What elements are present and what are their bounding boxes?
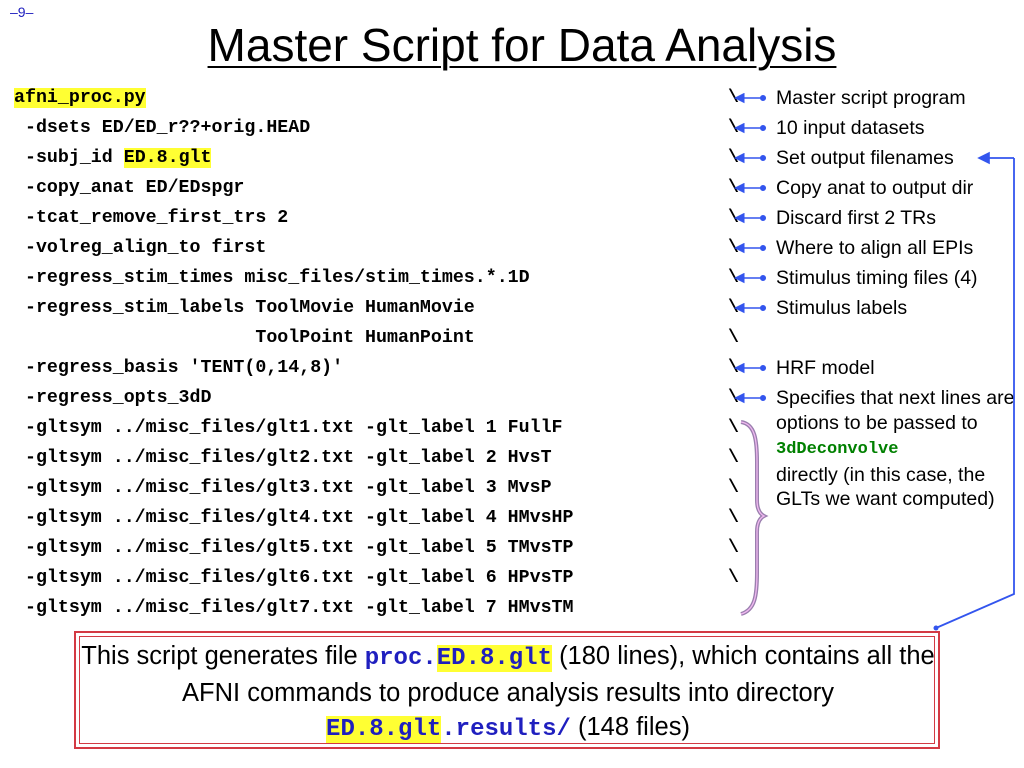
note-copy-anat: Copy anat to output dir (776, 177, 974, 199)
code-highlight: afni_proc.py (14, 88, 146, 108)
note-master-script: Master script program (776, 87, 966, 109)
code-line-16: -gltsym ../misc_files/glt6.txt -glt_labe… (14, 568, 574, 588)
code-line-5: -volreg_align_to first (14, 238, 267, 258)
note-discard-trs: Discard first 2 TRs (776, 207, 936, 229)
code-line-13: -gltsym ../misc_files/glt3.txt -glt_labe… (14, 478, 552, 498)
summary-dir-suffix: .results/ (441, 716, 571, 743)
slide-number: –9– (10, 4, 34, 20)
note-timing-files: Stimulus timing files (4) (776, 267, 978, 289)
summary-filename-subject: ED.8.glt (436, 645, 552, 672)
code-line-17: -gltsym ../misc_files/glt7.txt -glt_labe… (14, 598, 574, 618)
note-input-datasets: 10 input datasets (776, 117, 925, 139)
note-program-name: 3dDeconvolve (776, 440, 899, 459)
line-continuation: \ (728, 478, 739, 498)
code-line-4: -tcat_remove_first_trs 2 (14, 208, 289, 228)
note-stim-labels: Stimulus labels (776, 297, 908, 319)
code-line-8: ToolPoint HumanPoint (14, 328, 475, 348)
line-continuation: \ (728, 178, 739, 198)
summary-dir-subject: ED.8.glt (326, 716, 442, 743)
line-continuation: \ (728, 448, 739, 468)
note-3ddeconvolve-options: Specifies that next lines are options to… (776, 386, 1021, 512)
arrow-dot (759, 94, 767, 102)
note-output-filenames: Set output filenames (776, 147, 954, 169)
arrow-dot (759, 304, 767, 312)
line-continuation: \ (728, 418, 739, 438)
line-continuation: \ (728, 388, 739, 408)
code-line-0: afni_proc.py (14, 83, 146, 113)
line-continuation: \ (728, 238, 739, 258)
code-line-3: -copy_anat ED/EDspgr (14, 178, 245, 198)
summary-box (74, 631, 940, 749)
arrow-dot (759, 154, 767, 162)
note-align-epis: Where to align all EPIs (776, 237, 974, 259)
summary-plain: (180 lines), which contains all the AFNI… (182, 642, 935, 707)
note-text: Specifies that next lines are options to… (776, 387, 1015, 434)
arrow-dot (759, 244, 767, 252)
summary-filename-prefix: proc. (364, 645, 437, 672)
code-line-1: -dsets ED/ED_r??+orig.HEAD (14, 118, 311, 138)
curly-brace (740, 420, 769, 616)
line-continuation: \ (728, 268, 739, 288)
code-line-12: -gltsym ../misc_files/glt2.txt -glt_labe… (14, 448, 552, 468)
arrow-dot (759, 124, 767, 132)
line-continuation: \ (728, 88, 739, 108)
line-continuation: \ (728, 118, 739, 138)
line-continuation: \ (728, 298, 739, 318)
note-hrf-model: HRF model (776, 357, 875, 379)
connector-dot (933, 625, 939, 631)
line-continuation: \ (728, 358, 739, 378)
note-text: directly (in this case, the GLTs we want… (776, 463, 995, 511)
summary-plain: This script generates file (81, 642, 365, 670)
code-highlight: ED.8.glt (123, 148, 212, 168)
code-line-14: -gltsym ../misc_files/glt4.txt -glt_labe… (14, 508, 574, 528)
arrow-dot (759, 364, 767, 372)
code-line-11: -gltsym ../misc_files/glt1.txt -glt_labe… (14, 418, 563, 438)
code-line-9: -regress_basis 'TENT(0,14,8)' (14, 358, 344, 378)
line-continuation: \ (728, 208, 739, 228)
line-continuation: \ (728, 148, 739, 168)
line-continuation: \ (728, 328, 739, 348)
code-line-10: -regress_opts_3dD (14, 388, 212, 408)
line-continuation: \ (728, 538, 739, 558)
code-text: -subj_id (14, 148, 124, 168)
arrow-dot (759, 394, 767, 402)
code-line-2: -subj_id ED.8.glt (14, 143, 212, 173)
summary-plain: (148 files) (570, 713, 690, 741)
slide-title: Master Script for Data Analysis (207, 19, 837, 71)
code-line-7: -regress_stim_labels ToolMovie HumanMovi… (14, 298, 475, 318)
arrow-dot (759, 274, 767, 282)
summary-text: This script generates file proc.ED.8.glt… (80, 639, 936, 747)
arrow-dot (759, 184, 767, 192)
arrow-dot (759, 214, 767, 222)
line-continuation: \ (728, 568, 739, 588)
code-line-6: -regress_stim_times misc_files/stim_time… (14, 268, 530, 288)
code-line-15: -gltsym ../misc_files/glt5.txt -glt_labe… (14, 538, 574, 558)
line-continuation: \ (728, 508, 739, 528)
